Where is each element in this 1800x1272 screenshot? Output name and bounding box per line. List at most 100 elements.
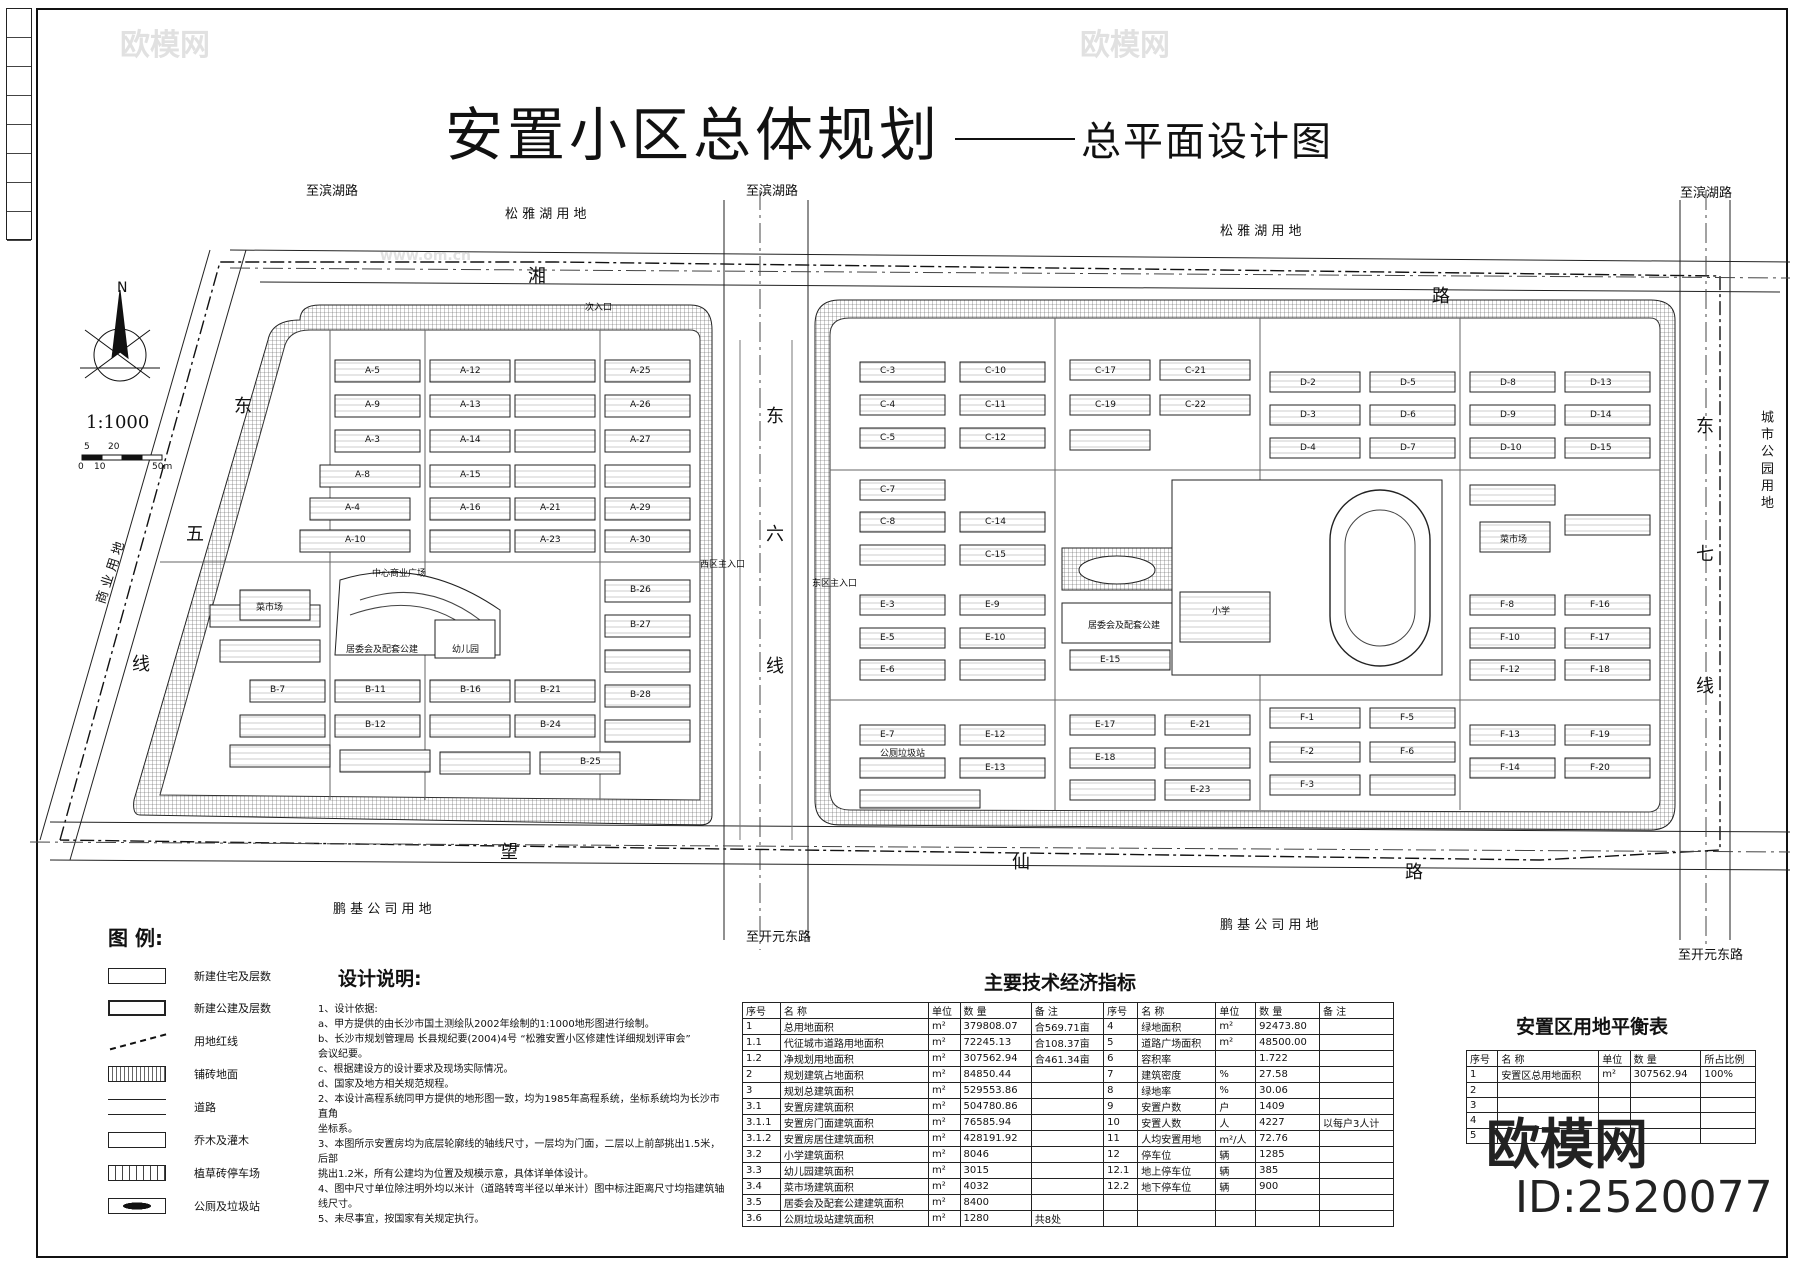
table-cell: 停车位 [1137, 1146, 1217, 1163]
table-cell [1598, 1081, 1631, 1099]
table-cell: 1285 [1255, 1146, 1320, 1163]
road-north-edge [229, 249, 1791, 263]
road-dong5-edge2 [69, 249, 247, 861]
note-line: 5、未尽事宜，按国家有关规定执行。 [318, 1214, 485, 1225]
watermark: 欧模网 [120, 28, 210, 63]
table-cell: 安置房居住建筑面积 [779, 1130, 930, 1147]
table-header-cell: 名 称 [779, 1002, 930, 1019]
block-label: E-10 [985, 633, 1006, 643]
table-cell: 道路广场面积 [1137, 1034, 1217, 1051]
table-cell [1030, 1130, 1105, 1147]
table-cell: 规划建筑占地面积 [779, 1066, 930, 1083]
block-label: A-21 [540, 503, 561, 513]
table-cell: % [1215, 1082, 1257, 1099]
table-cell: 3.5 [742, 1194, 781, 1211]
table-header-cell: 数 量 [1629, 1050, 1702, 1067]
note-line: c、根据建设方的设计要求及现场实际情况。 [318, 1064, 514, 1075]
block-label: C-12 [985, 433, 1006, 443]
table-header-cell: 单位 [1215, 1002, 1257, 1019]
table-cell: 12 [1103, 1146, 1139, 1163]
block-label: B-28 [630, 690, 651, 700]
table-cell: 1 [1465, 1066, 1499, 1083]
table-cell: 安置户数 [1137, 1098, 1217, 1115]
land-songya-right: 松 雅 湖 用 地 [1220, 224, 1302, 239]
block-label: B-26 [630, 585, 651, 595]
block-label: B-27 [630, 620, 651, 630]
table-cell [1137, 1210, 1217, 1227]
legend-item: 道路 [108, 1097, 368, 1119]
legend-item: 铺砖地面 [108, 1064, 368, 1086]
table-row: 5 [1465, 1127, 1756, 1144]
table-cell: 3015 [959, 1162, 1032, 1179]
table-cell: 379808.07 [959, 1018, 1032, 1035]
road-dong5-3: 线 [132, 654, 150, 675]
table-cell: 共8处 [1030, 1210, 1105, 1227]
block-label: A-30 [630, 535, 651, 545]
title-block-strip [6, 8, 32, 241]
table-cell [1319, 1034, 1394, 1051]
scale-bar [81, 454, 163, 461]
north-arrow [80, 289, 160, 382]
table-cell: 辆 [1215, 1146, 1257, 1163]
block-label: A-23 [540, 535, 561, 545]
table-cell [1700, 1097, 1756, 1114]
school-site [1171, 479, 1443, 676]
market-building-west [239, 589, 311, 621]
legend-item: 植草砖停车场 [108, 1163, 368, 1185]
table-cell [1255, 1194, 1320, 1211]
label-market-west: 菜市场 [256, 603, 284, 613]
block-label: B-7 [270, 685, 286, 695]
block-label: B-16 [460, 685, 481, 695]
table-cell: 3 [742, 1082, 781, 1099]
road-wang: 望 [500, 842, 518, 863]
table-cell: 建筑密度 [1137, 1066, 1217, 1083]
table-cell [1700, 1127, 1756, 1144]
table-cell: m² [928, 1162, 961, 1179]
block-label: A-27 [630, 435, 651, 445]
scale-tick-5: 5 [84, 442, 90, 452]
block-label: A-13 [460, 400, 481, 410]
table-cell: m² [928, 1050, 961, 1067]
note-line: 2、本设计高程系统同甲方提供的地形图一致，均为1985年高程系统，坐标系统均为长… [318, 1094, 720, 1120]
block-label: F-12 [1500, 665, 1520, 675]
table-cell: 净规划用地面积 [779, 1050, 930, 1067]
table-cell: 84850.44 [959, 1066, 1032, 1083]
scale-tick-20: 20 [108, 442, 120, 452]
label-committee-east: 居委会及配套公建 [1088, 621, 1161, 631]
block-label: E-23 [1190, 785, 1211, 795]
committee-east [1061, 602, 1173, 644]
table-cell: 428191.92 [959, 1130, 1032, 1147]
table-cell [1700, 1081, 1756, 1099]
table-cell: 30.06 [1255, 1082, 1320, 1099]
block-label: A-4 [345, 503, 360, 513]
table-cell [1598, 1127, 1631, 1144]
table-cell [1030, 1082, 1105, 1099]
table-cell: 900 [1255, 1178, 1320, 1195]
note-line: d、国家及地方相关规范规程。 [318, 1079, 455, 1090]
note-line: 4、图中尺寸单位除注明外均以米计（道路转弯半径以单米计）图中标注距离尺寸均指建筑… [318, 1184, 725, 1210]
watermark-url: www.om.cn [380, 248, 472, 264]
label-school: 小学 [1212, 607, 1231, 617]
block-label: E-15 [1100, 655, 1121, 665]
block-label: A-15 [460, 470, 481, 480]
table-cell: 12.2 [1103, 1178, 1139, 1195]
land-park: 城 市 公 园 用 地 [1758, 410, 1773, 509]
table-cell: 人 [1215, 1114, 1257, 1131]
east-internal-road [830, 318, 1660, 810]
note-line: 1、设计依据: [318, 1004, 378, 1015]
brand-logo: 欧模网 [1486, 1113, 1648, 1176]
table-cell [1629, 1081, 1702, 1099]
block-label: F-17 [1590, 633, 1610, 643]
table-cell: 小学建筑面积 [779, 1146, 930, 1163]
block-label: D-7 [1400, 443, 1416, 453]
label-market-east: 菜市场 [1500, 535, 1528, 545]
table-cell: 6 [1103, 1050, 1139, 1067]
to-binhu-right: 至滨湖路 [1680, 186, 1733, 201]
block-label: F-5 [1400, 713, 1415, 723]
table-cell [1497, 1081, 1600, 1099]
